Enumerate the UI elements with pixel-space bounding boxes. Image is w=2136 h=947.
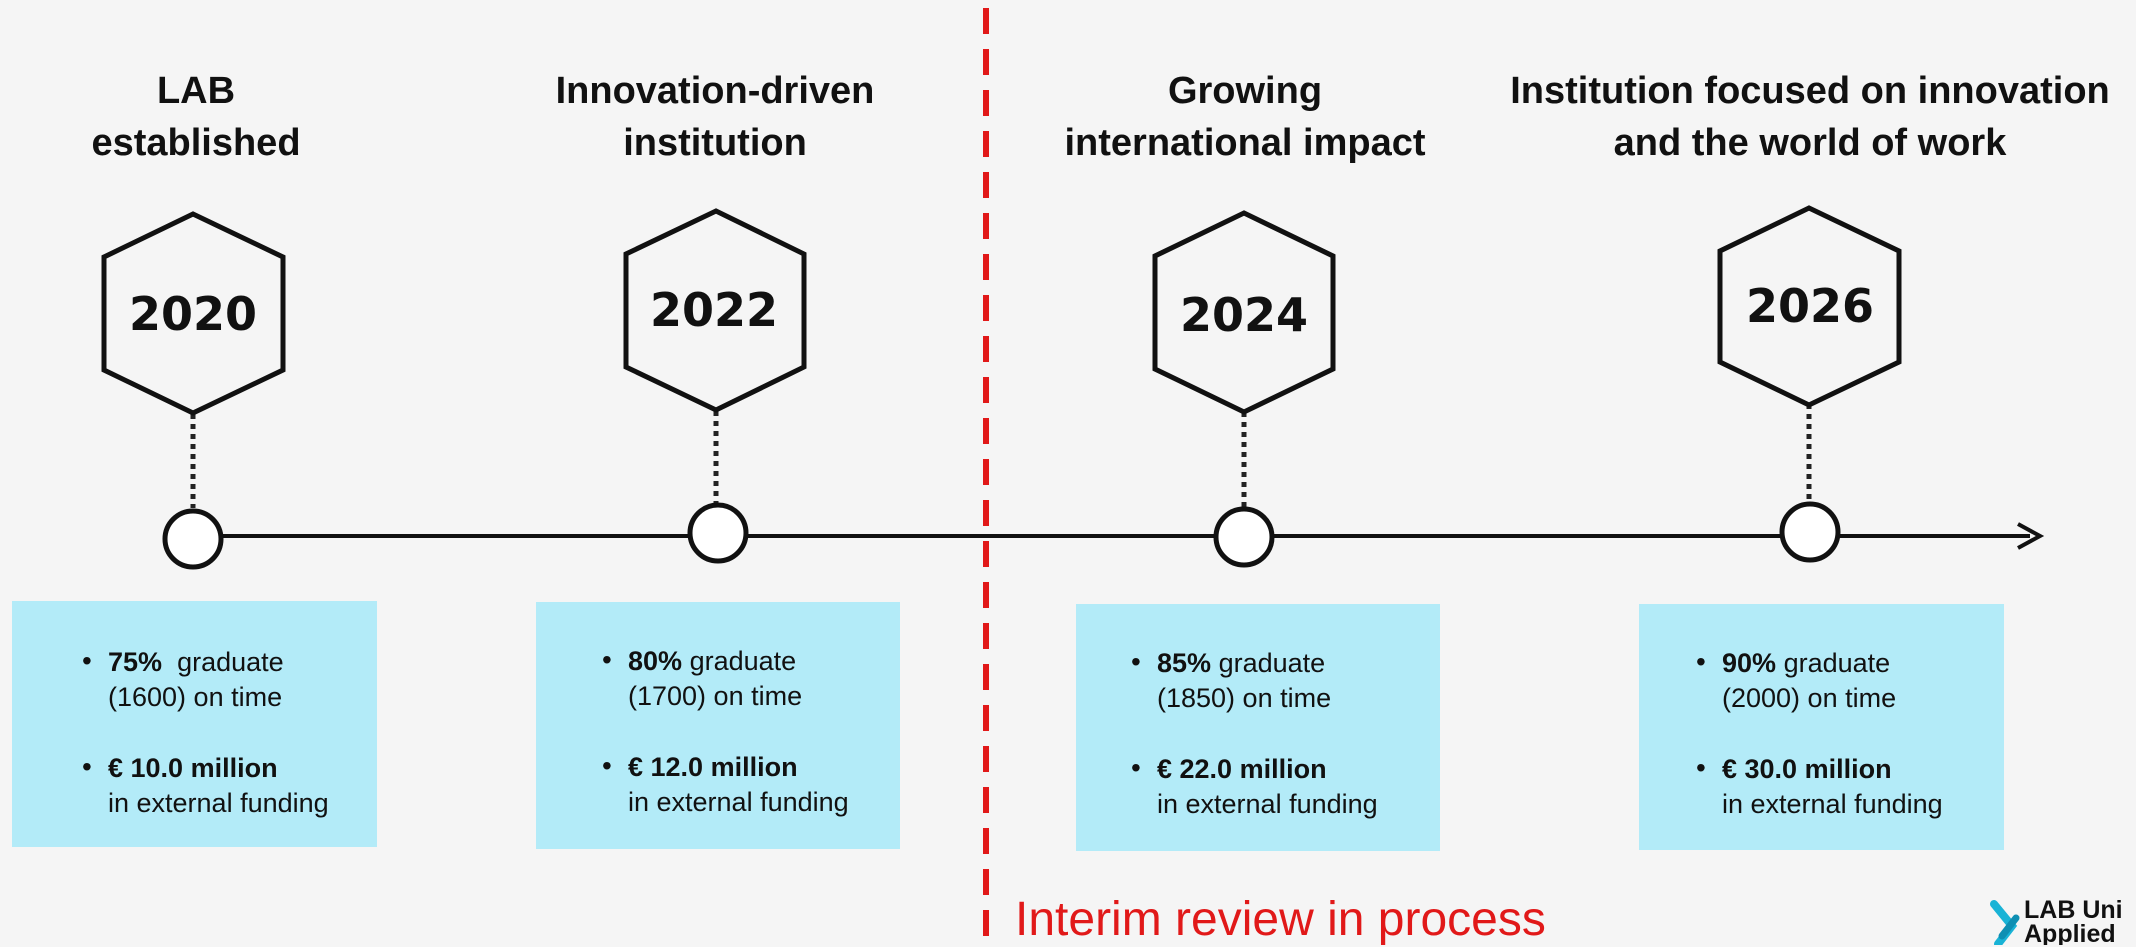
logo-text-line: Applied [2024, 920, 2116, 946]
funding-text: in external funding [108, 788, 329, 818]
funding-amount: € 12.0 million [628, 752, 798, 782]
title-line: Institution focused on innovation [1510, 70, 2110, 112]
timeline-node-2020 [162, 508, 224, 570]
graduate-item: 90% graduate (2000) on time [1696, 644, 2004, 716]
funding-text: in external funding [1157, 789, 1378, 819]
year-label-2022: 2022 [650, 283, 778, 337]
info-box-2022: 80% graduate (1700) on time € 12.0 milli… [536, 602, 900, 849]
funding-item: € 30.0 million in external funding [1696, 750, 2004, 822]
title-line: international impact [1064, 122, 1426, 164]
milestone-title-2024: Growing international impact [1040, 65, 1450, 169]
graduate-count: (2000) on time [1722, 683, 1897, 713]
title-line: established [91, 122, 301, 164]
info-box-2020: 75% graduate (1600) on time € 10.0 milli… [12, 601, 377, 847]
lab-logo: LAB Uni Applied [1988, 898, 2136, 945]
milestone-title-2026: Institution focused on innovation and th… [1490, 65, 2130, 169]
graduate-item: 80% graduate (1700) on time [602, 642, 900, 714]
logo-text-line: LAB Uni [2024, 898, 2123, 924]
funding-item: € 22.0 million in external funding [1131, 750, 1440, 822]
graduate-word: graduate [1218, 648, 1326, 678]
year-hexagon-2024 [1152, 210, 1336, 415]
graduate-count: (1700) on time [628, 681, 803, 711]
info-box-2026: 90% graduate (2000) on time € 30.0 milli… [1639, 604, 2004, 850]
year-hexagon-2022 [623, 208, 807, 413]
year-label-2024: 2024 [1180, 288, 1308, 342]
funding-item: € 10.0 million in external funding [82, 749, 377, 821]
graduate-percent: 80% [628, 646, 683, 676]
year-hexagon-2020 [101, 211, 286, 416]
info-list: 75% graduate (1600) on time € 10.0 milli… [12, 601, 377, 821]
milestone-title-2020: LAB established [40, 65, 352, 169]
graduate-count: (1600) on time [108, 682, 283, 712]
year-hexagon-2026 [1717, 205, 1902, 408]
title-line: Innovation-driven [555, 70, 875, 112]
timeline-node-2026 [1779, 501, 1841, 563]
info-box-2024: 85% graduate (1850) on time € 22.0 milli… [1076, 604, 1440, 851]
funding-amount: € 30.0 million [1722, 754, 1892, 784]
graduate-percent: 75% [108, 647, 163, 677]
graduate-count: (1850) on time [1157, 683, 1332, 713]
title-line: Growing [1167, 70, 1323, 112]
timeline-arrowhead [2017, 522, 2045, 550]
timeline-node-2024 [1213, 506, 1275, 568]
timeline-node-2022 [687, 502, 749, 564]
milestone-title-2022: Innovation-driven institution [515, 65, 915, 169]
logo-text: LAB Uni Applied [2024, 898, 2123, 945]
funding-text: in external funding [1722, 789, 1943, 819]
funding-text: in external funding [628, 787, 849, 817]
title-line: and the world of work [1613, 122, 2007, 164]
info-list: 85% graduate (1850) on time € 22.0 milli… [1076, 604, 1440, 822]
funding-amount: € 10.0 million [108, 753, 278, 783]
graduate-item: 75% graduate (1600) on time [82, 643, 377, 715]
info-list: 80% graduate (1700) on time € 12.0 milli… [536, 602, 900, 820]
funding-item: € 12.0 million in external funding [602, 748, 900, 820]
interim-review-label: Interim review in process [1015, 893, 1546, 946]
graduate-percent: 90% [1722, 648, 1777, 678]
graduate-word: graduate [1783, 648, 1891, 678]
graduate-word: graduate [689, 646, 797, 676]
graduate-item: 85% graduate (1850) on time [1131, 644, 1440, 716]
title-line: LAB [156, 70, 236, 112]
info-list: 90% graduate (2000) on time € 30.0 milli… [1639, 604, 2004, 822]
lab-logo-mark-icon [1990, 900, 2020, 945]
graduate-percent: 85% [1157, 648, 1212, 678]
title-line: institution [623, 122, 807, 164]
funding-amount: € 22.0 million [1157, 754, 1327, 784]
year-label-2020: 2020 [129, 287, 257, 341]
graduate-word: graduate [177, 647, 284, 677]
year-label-2026: 2026 [1746, 279, 1874, 333]
